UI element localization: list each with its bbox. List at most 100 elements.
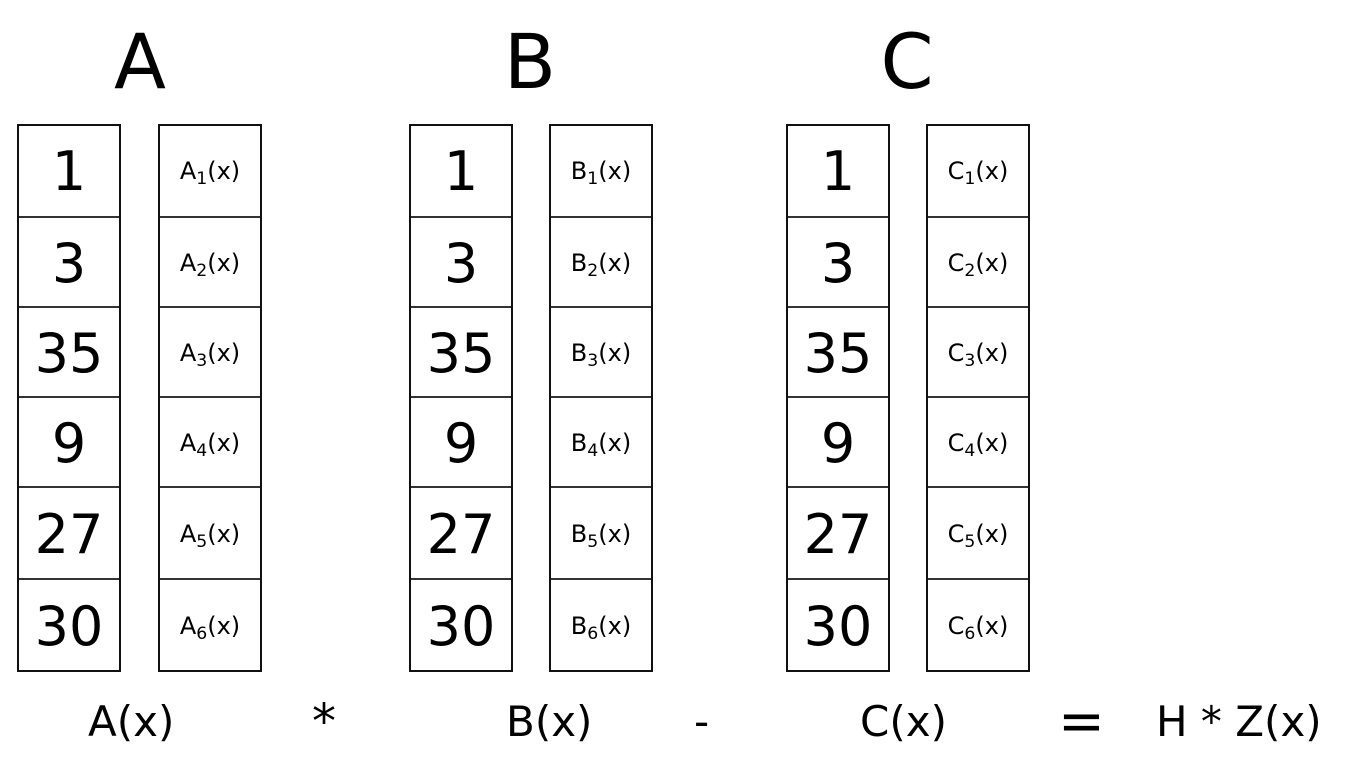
number-cell: 35 bbox=[19, 306, 119, 398]
number-cell: 35 bbox=[411, 306, 511, 398]
function-label: C6(x) bbox=[947, 612, 1009, 642]
number-cell: 3 bbox=[411, 216, 511, 308]
function-label: B3(x) bbox=[570, 339, 632, 369]
function-cell: A3(x) bbox=[160, 306, 260, 398]
function-cell: C1(x) bbox=[928, 126, 1028, 216]
function-letter: B bbox=[570, 612, 588, 640]
function-label: A5(x) bbox=[179, 520, 241, 550]
equation-rhs: H * Z(x) bbox=[1156, 697, 1322, 746]
function-cell: B4(x) bbox=[551, 396, 651, 488]
title-c: C bbox=[880, 17, 934, 106]
function-label: C2(x) bbox=[948, 249, 1009, 279]
function-subscript: 6 bbox=[196, 623, 208, 644]
title-b: B bbox=[503, 17, 557, 106]
function-label: A1(x) bbox=[179, 157, 241, 187]
function-cell: C4(x) bbox=[928, 396, 1028, 488]
function-subscript: 1 bbox=[587, 168, 599, 189]
equation-c: C(x) bbox=[860, 697, 947, 746]
function-letter: B bbox=[570, 429, 588, 457]
function-argument: (x) bbox=[598, 339, 632, 367]
number-cell: 9 bbox=[411, 396, 511, 488]
function-letter: C bbox=[947, 339, 965, 367]
function-argument: (x) bbox=[207, 520, 241, 548]
function-subscript: 2 bbox=[196, 260, 208, 281]
function-letter: A bbox=[179, 339, 197, 367]
function-letter: A bbox=[179, 612, 197, 640]
function-argument: (x) bbox=[207, 249, 241, 277]
function-letter: B bbox=[570, 157, 588, 185]
function-label: A4(x) bbox=[179, 429, 241, 459]
function-cell: B5(x) bbox=[551, 486, 651, 580]
function-label: B2(x) bbox=[570, 249, 631, 279]
function-cell: A2(x) bbox=[160, 216, 260, 308]
number-cell: 27 bbox=[411, 486, 511, 580]
number-cell: 9 bbox=[788, 396, 888, 488]
function-label: C5(x) bbox=[948, 520, 1009, 550]
function-subscript: 3 bbox=[964, 350, 976, 371]
number-cell: 1 bbox=[51, 139, 87, 203]
number-cell: 30 bbox=[411, 578, 511, 672]
function-subscript: 4 bbox=[196, 440, 208, 461]
number-cell: 1 bbox=[443, 139, 479, 203]
function-subscript: 3 bbox=[587, 350, 599, 371]
equation-a: A(x) bbox=[88, 697, 175, 746]
equals-operator: = bbox=[1058, 689, 1105, 754]
function-letter: B bbox=[570, 249, 588, 277]
function-subscript: 4 bbox=[587, 440, 599, 461]
function-column-b: B1(x)B2(x)B3(x)B4(x)B5(x)B6(x) bbox=[549, 124, 653, 672]
function-subscript: 2 bbox=[964, 260, 976, 281]
function-cell: B6(x) bbox=[551, 578, 651, 672]
function-label: C3(x) bbox=[947, 339, 1009, 369]
function-label: B5(x) bbox=[571, 520, 632, 550]
function-label: B1(x) bbox=[570, 157, 632, 187]
function-cell: A6(x) bbox=[160, 578, 260, 672]
function-column-a: A1(x)A2(x)A3(x)A4(x)A5(x)A6(x) bbox=[158, 124, 262, 672]
function-label: B4(x) bbox=[570, 429, 632, 459]
function-subscript: 5 bbox=[196, 531, 208, 552]
function-argument: (x) bbox=[207, 157, 241, 185]
function-subscript: 5 bbox=[587, 531, 599, 552]
function-label: A2(x) bbox=[179, 249, 241, 279]
function-subscript: 3 bbox=[196, 350, 208, 371]
function-argument: (x) bbox=[598, 612, 632, 640]
function-argument: (x) bbox=[598, 520, 632, 548]
number-cell: 3 bbox=[19, 216, 119, 308]
number-cell: 9 bbox=[19, 396, 119, 488]
function-subscript: 4 bbox=[964, 440, 976, 461]
function-letter: A bbox=[179, 429, 197, 457]
function-column-c: C1(x)C2(x)C3(x)C4(x)C5(x)C6(x) bbox=[926, 124, 1030, 672]
minus-operator: - bbox=[694, 697, 710, 746]
function-letter: C bbox=[947, 157, 965, 185]
function-cell: B1(x) bbox=[551, 126, 651, 216]
function-letter: C bbox=[947, 612, 965, 640]
function-argument: (x) bbox=[975, 157, 1009, 185]
number-cell: 35 bbox=[788, 306, 888, 398]
function-subscript: 6 bbox=[587, 623, 599, 644]
function-argument: (x) bbox=[975, 429, 1009, 457]
function-argument: (x) bbox=[207, 339, 241, 367]
number-cell: 27 bbox=[19, 486, 119, 580]
function-argument: (x) bbox=[207, 429, 241, 457]
function-cell: B2(x) bbox=[551, 216, 651, 308]
function-letter: A bbox=[179, 249, 197, 277]
function-label: A3(x) bbox=[179, 339, 241, 369]
number-cell: 3 bbox=[788, 216, 888, 308]
function-argument: (x) bbox=[598, 157, 632, 185]
equation-b: B(x) bbox=[506, 697, 593, 746]
function-cell: A1(x) bbox=[160, 126, 260, 216]
function-letter: A bbox=[179, 157, 197, 185]
function-letter: A bbox=[179, 520, 197, 548]
function-argument: (x) bbox=[975, 249, 1009, 277]
function-letter: C bbox=[947, 429, 965, 457]
function-cell: C2(x) bbox=[928, 216, 1028, 308]
function-label: C1(x) bbox=[947, 157, 1009, 187]
function-argument: (x) bbox=[207, 612, 241, 640]
function-letter: B bbox=[570, 339, 588, 367]
function-argument: (x) bbox=[598, 429, 632, 457]
function-label: B6(x) bbox=[570, 612, 632, 642]
function-cell: C6(x) bbox=[928, 578, 1028, 672]
function-label: A6(x) bbox=[179, 612, 241, 642]
